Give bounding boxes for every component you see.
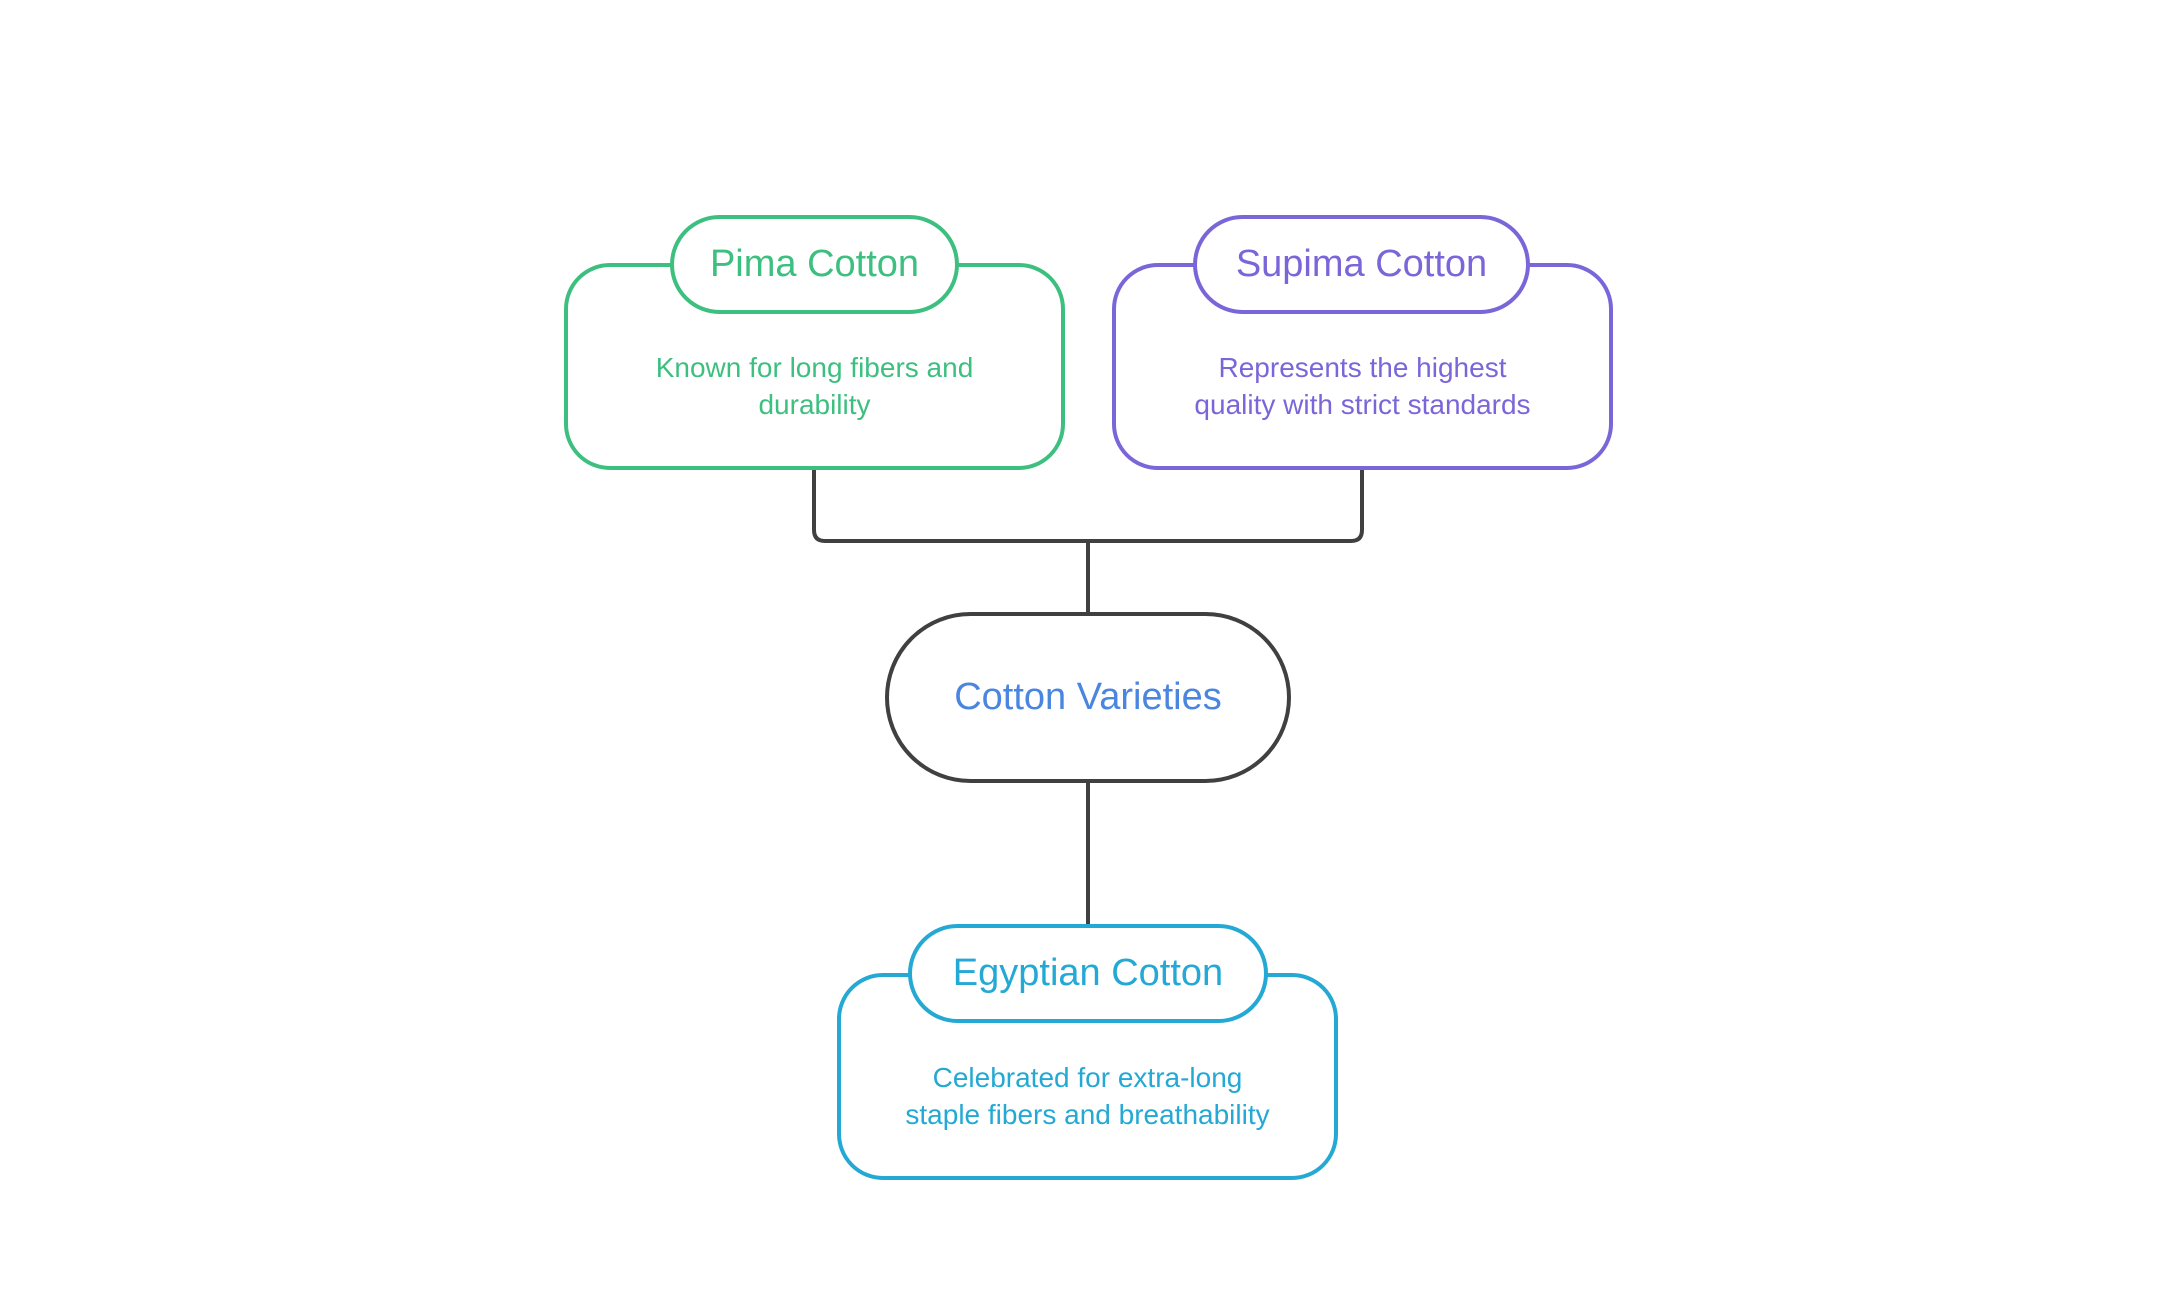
egyptian-cotton-title: Egyptian Cotton	[908, 924, 1268, 1023]
supima-cotton-description: Represents the highest quality with stri…	[1194, 352, 1531, 420]
supima-cotton-title: Supima Cotton	[1193, 215, 1530, 314]
connector-top-branches	[812, 470, 1364, 543]
pima-cotton-title: Pima Cotton	[670, 215, 959, 314]
cotton-varieties-center-node: Cotton Varieties	[885, 612, 1291, 783]
egyptian-cotton-description: Celebrated for extra-long staple fibers …	[905, 1062, 1270, 1130]
pima-cotton-description: Known for long fibers and durability	[655, 352, 974, 420]
